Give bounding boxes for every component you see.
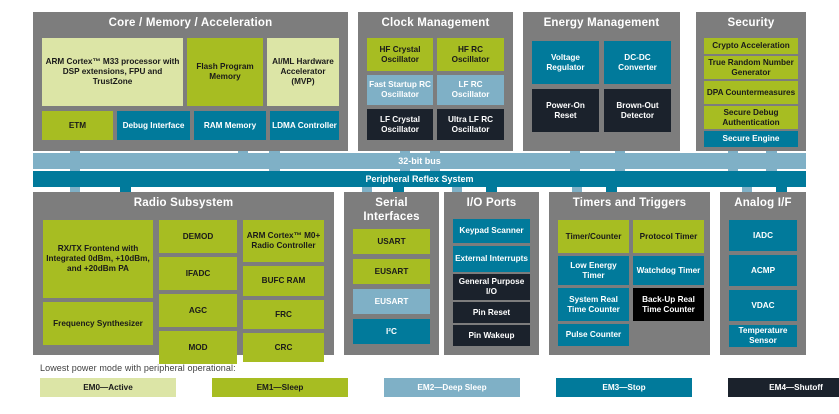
block-iadc[interactable]: IADC [729,220,797,251]
block-protocol-timer[interactable]: Protocol Timer [633,220,704,253]
block-hf-rc-oscillator[interactable]: HF RC Oscillator [437,38,504,71]
bottom-stub-serial-b [393,187,404,192]
panel-core-memory-acceleration: Core / Memory / Acceleration ARM Cortex™… [33,12,348,151]
bottom-stub-analog-b [776,187,787,192]
block-crc[interactable]: CRC [243,333,324,362]
panel-title-clock: Clock Management [381,17,490,29]
block-fast-startup-rc-oscillator[interactable]: Fast Startup RC Oscillator [367,75,433,105]
block-dc-dc-converter[interactable]: DC-DC Converter [604,41,671,84]
legend-item-em3-stop[interactable]: EM3—Stop [556,378,692,397]
legend-caption: Lowest power mode with peripheral operat… [40,363,236,373]
block-external-interrupts[interactable]: External Interrupts [453,246,530,272]
panel-title-io: I/O Ports [466,197,517,209]
block-low-energy-timer[interactable]: Low Energy Timer [558,256,629,285]
bottom-stub-timers-b [606,187,617,192]
block-i2c[interactable]: I²C [353,319,430,344]
block-temperature-sensor[interactable]: Temperature Sensor [729,325,797,347]
block-acmp[interactable]: ACMP [729,255,797,286]
block-timer-counter[interactable]: Timer/Counter [558,220,629,253]
block-rx-tx-frontend[interactable]: RX/TX Frontend with Integrated 0dBm, +10… [43,220,153,298]
block-arm-cortex-m0-radio-controller[interactable]: ARM Cortex™ M0+ Radio Controller [243,220,324,262]
block-ram-memory[interactable]: RAM Memory [194,111,266,140]
block-lf-crystal-oscillator[interactable]: LF Crystal Oscillator [367,109,433,140]
panel-title-core: Core / Memory / Acceleration [108,17,273,29]
block-system-real-time-counter[interactable]: System Real Time Counter [558,288,629,321]
block-power-on-reset[interactable]: Power-On Reset [532,89,599,132]
block-hf-crystal-oscillator[interactable]: HF Crystal Oscillator [367,38,433,71]
block-bufc-ram[interactable]: BUFC RAM [243,266,324,296]
block-debug-interface[interactable]: Debug Interface [117,111,190,140]
bottom-stub-serial-a [362,187,372,192]
block-secure-debug-authentication[interactable]: Secure Debug Authentication [704,106,798,129]
panel-energy-management: Energy Management Voltage Regulator DC-D… [523,12,680,151]
bottom-stub-io-a [452,187,462,192]
block-flash-program-memory[interactable]: Flash Program Memory [187,38,263,106]
panel-timers-and-triggers: Timers and Triggers Timer/Counter Protoc… [549,192,710,355]
legend-item-em1-sleep[interactable]: EM1—Sleep [212,378,348,397]
panel-title-security: Security [727,17,775,29]
block-crypto-acceleration[interactable]: Crypto Acceleration [704,38,798,54]
bottom-stub-radio-a [70,187,80,192]
bottom-stub-analog-a [742,187,752,192]
block-agc[interactable]: AGC [159,294,237,327]
bus-peripheral-reflex-system: Peripheral Reflex System [33,171,806,187]
panel-security: Security Crypto Acceleration True Random… [696,12,806,151]
bottom-stub-io-b [486,187,497,192]
block-ifadc[interactable]: IFADC [159,257,237,290]
panel-io-ports: I/O Ports Keypad Scanner External Interr… [444,192,539,355]
legend-item-em2-deep-sleep[interactable]: EM2—Deep Sleep [384,378,520,397]
panel-title-energy: Energy Management [543,17,660,29]
block-keypad-scanner[interactable]: Keypad Scanner [453,219,530,243]
block-lf-rc-oscillator[interactable]: LF RC Oscillator [437,75,504,105]
panel-title-analog: Analog I/F [734,197,792,209]
block-brown-out-detector[interactable]: Brown-Out Detector [604,89,671,132]
bottom-stub-timers-a [572,187,582,192]
panel-title-radio: Radio Subsystem [133,197,234,209]
block-eusart-1[interactable]: EUSART [353,259,430,284]
block-pin-reset[interactable]: Pin Reset [453,302,530,323]
block-watchdog-timer[interactable]: Watchdog Timer [633,256,704,285]
panel-title-timers: Timers and Triggers [572,197,687,209]
bus-32-bit: 32-bit bus [33,153,806,169]
block-pulse-counter[interactable]: Pulse Counter [558,324,629,346]
block-eusart-2[interactable]: EUSART [353,289,430,314]
block-frc[interactable]: FRC [243,300,324,329]
block-ldma-controller[interactable]: LDMA Controller [270,111,339,140]
block-true-random-number-generator[interactable]: True Random Number Generator [704,56,798,79]
block-etm[interactable]: ETM [42,111,113,140]
block-demod[interactable]: DEMOD [159,220,237,253]
block-back-up-real-time-counter[interactable]: Back-Up Real Time Counter [633,288,704,321]
panel-analog-if: Analog I/F IADC ACMP VDAC Temperature Se… [720,192,806,355]
legend-item-em4-shutoff[interactable]: EM4—Shutoff [728,378,839,397]
panel-title-serial: Serial Interfaces [363,197,420,223]
block-voltage-regulator[interactable]: Voltage Regulator [532,41,599,84]
panel-serial-interfaces: Serial Interfaces USART EUSART EUSART I²… [344,192,439,355]
block-frequency-synthesizer[interactable]: Frequency Synthesizer [43,302,153,345]
bottom-stub-radio-b [120,187,131,192]
block-general-purpose-io[interactable]: General Purpose I/O [453,274,530,300]
block-aiml-hardware-accelerator[interactable]: AI/ML Hardware Accelerator (MVP) [267,38,339,106]
panel-radio-subsystem: Radio Subsystem RX/TX Frontend with Inte… [33,192,334,364]
block-secure-engine[interactable]: Secure Engine [704,131,798,147]
block-pin-wakeup[interactable]: Pin Wakeup [453,325,530,346]
legend-item-em0-active[interactable]: EM0—Active [40,378,176,397]
block-vdac[interactable]: VDAC [729,290,797,321]
block-usart[interactable]: USART [353,229,430,254]
panel-clock-management: Clock Management HF Crystal Oscillator H… [358,12,513,151]
block-dpa-countermeasures[interactable]: DPA Countermeasures [704,81,798,104]
block-arm-cortex-m33[interactable]: ARM Cortex™ M33 processor with DSP exten… [42,38,183,106]
block-ultra-lf-rc-oscillator[interactable]: Ultra LF RC Oscillator [437,109,504,140]
block-mod[interactable]: MOD [159,331,237,364]
